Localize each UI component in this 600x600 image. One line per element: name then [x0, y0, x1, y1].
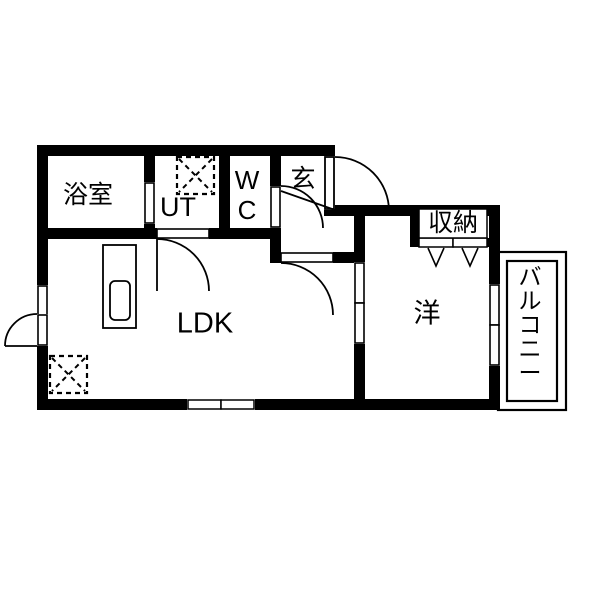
balcony-char-2: コ	[519, 313, 542, 339]
room-label-closet-text: 収納	[428, 208, 478, 237]
openings-layer	[4, 156, 500, 410]
balcony-char-3: ニ	[519, 337, 542, 363]
room-label-ldk: LDK	[177, 308, 234, 340]
room-label-wc-line1: W	[235, 165, 260, 195]
wc-door-swing	[270, 185, 324, 229]
balcony-area	[496, 250, 568, 412]
balcony-char-1: ル	[519, 289, 542, 315]
fixtures-layer	[48, 155, 216, 395]
bath-door-sliding	[144, 182, 155, 224]
closet-label-backing: 収納	[418, 208, 488, 239]
room-label-genkan: 玄	[290, 164, 315, 193]
kitchen-counter-fixture	[102, 244, 137, 329]
ldk-south-window	[187, 399, 255, 410]
genkan-step-line	[280, 190, 336, 211]
room-label-ut: UT	[160, 192, 196, 222]
ut-door-swing	[156, 228, 210, 292]
balcony-char-0: バ	[519, 265, 542, 291]
balcony-char-4: ー	[519, 361, 542, 387]
room-label-balcony: バ ル コ ニ ー	[519, 265, 542, 387]
ldk-room-sliding-door	[354, 262, 365, 344]
room-balcony-sliding-door	[489, 284, 500, 366]
room-label-western-room: 洋	[414, 299, 441, 330]
washing-machine-space	[175, 155, 216, 196]
room-label-wc-line2: C	[238, 195, 257, 225]
ldk-west-door-swing	[4, 313, 48, 347]
hallway-door-swing	[280, 252, 334, 316]
room-label-bath: 浴室	[63, 180, 113, 209]
ac-equipment-space	[48, 354, 89, 395]
